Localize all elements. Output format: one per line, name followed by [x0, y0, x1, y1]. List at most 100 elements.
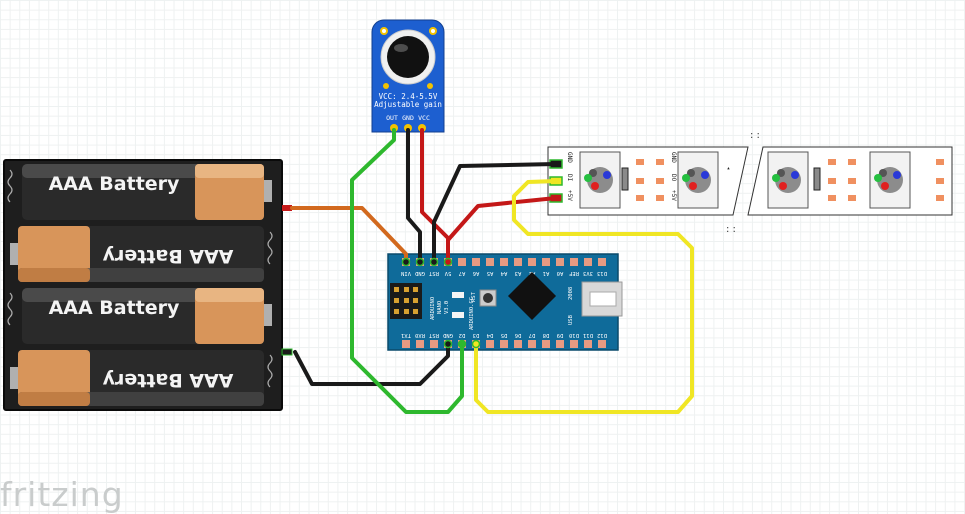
arduino-bottom-pin-label-tx1: TX1: [401, 332, 411, 338]
nano-site-label: ARDUINO.CC: [469, 297, 475, 330]
arduino-bottom-pin-d8[interactable]: [542, 340, 550, 348]
arduino-bottom-pin-label-rst: RST: [428, 332, 439, 338]
arduino-top-pin-label-a1: A1: [543, 270, 550, 276]
led-pixel-3: [767, 151, 809, 209]
arduino-bottom-pin-label-d6: D6: [515, 332, 522, 338]
battery-negative-terminal[interactable]: [281, 348, 293, 356]
arduino-top-pin-label-gnd: GND: [415, 270, 425, 276]
arduino-top-pin-label-5v: 5V: [444, 270, 451, 276]
arduino-bottom-pin-label-d11: D11: [583, 332, 593, 338]
battery-cell-4: AAA Battery: [10, 350, 264, 406]
wire-strip-5v[interactable]: [446, 196, 558, 264]
led-pixel-2: [677, 151, 719, 209]
arduino-top-pin-a0[interactable]: [556, 258, 564, 266]
arduino-top-pin-d13[interactable]: [598, 258, 606, 266]
strip-label-5v-out: +5V: [670, 190, 677, 201]
arduino-bottom-pin-label-d5: D5: [501, 332, 508, 338]
arduino-top-pin-ref[interactable]: [570, 258, 578, 266]
arduino-top-pin-label-d13: D13: [597, 270, 607, 276]
arduino-top-pin-label-rst: RST: [428, 270, 439, 276]
arduino-top-pin-3v3[interactable]: [584, 258, 592, 266]
reset-label: RST: [471, 291, 477, 302]
arduino-top-pin-a1[interactable]: [542, 258, 550, 266]
arduino-bottom-pin-d11[interactable]: [584, 340, 592, 348]
mic-pin-label-out: OUT: [386, 114, 398, 122]
strip-label-gnd-out: GND: [670, 152, 677, 163]
arduino-bottom-pin-label-d7: D7: [529, 332, 536, 338]
mic-pin-label-gnd: GND: [402, 114, 414, 122]
arduino-top-pin-a3[interactable]: [514, 258, 522, 266]
arduino-top-pin-label-ref: REF: [569, 270, 579, 276]
arduino-bottom-pin-tx1[interactable]: [402, 340, 410, 348]
arduino-top-pin-a2[interactable]: [528, 258, 536, 266]
arduino-top-pin-label-a4: A4: [500, 270, 507, 276]
fritzing-watermark: fritzing: [0, 475, 124, 514]
battery-cell-1: AAA Battery: [22, 164, 272, 220]
arduino-top-pin-a7[interactable]: [458, 258, 466, 266]
svg-text:: :: : :: [750, 130, 760, 141]
arduino-bottom-pin-d5[interactable]: [500, 340, 508, 348]
arduino-top-pin-label-a7: A7: [459, 270, 466, 276]
arduino-bottom-pin-d10[interactable]: [570, 340, 578, 348]
arduino-top-pin-a4[interactable]: [500, 258, 508, 266]
battery-cell-2: AAA Battery: [10, 226, 264, 282]
arduino-bottom-pin-label-d10: D10: [569, 332, 579, 338]
arduino-bottom-pin-label-d9: D9: [557, 332, 564, 338]
nano-led-2: [452, 312, 464, 318]
wire-battery-to-gnd[interactable]: [293, 342, 450, 386]
mic-voltage-label: VCC: 2.4-5.5V: [379, 92, 438, 101]
microphone-capsule-icon: [387, 36, 429, 78]
wire-strip-gnd[interactable]: [432, 162, 558, 264]
arduino-bottom-pin-label-d4: D4: [486, 332, 493, 338]
arduino-top-pin-label-a0: A0: [557, 270, 564, 276]
arduino-top-pin-label-3v3: 3V3: [583, 270, 593, 276]
arduino-bottom-pin-rst[interactable]: [430, 340, 438, 348]
arduino-bottom-pin-d4[interactable]: [486, 340, 494, 348]
battery-label-3: AAA Battery: [49, 297, 180, 319]
battery-label-1: AAA Battery: [49, 173, 180, 195]
arduino-top-pin-label-a6: A6: [473, 270, 480, 276]
arduino-bottom-pin-d6[interactable]: [514, 340, 522, 348]
wire-mic-gnd[interactable]: [406, 128, 422, 264]
icsp-label: ICSP: [382, 318, 388, 332]
microcontroller-chip: [507, 271, 557, 321]
arduino-nano: VINGNDRST5VA7A6A5A4A3A2A1A0REF3V3D13 TX1…: [382, 253, 623, 351]
svg-text:: :: : :: [726, 224, 736, 235]
arduino-bottom-pin-d7[interactable]: [528, 340, 536, 348]
led-pixel-4: [869, 151, 911, 209]
strip-label-do: DO: [670, 174, 677, 182]
arduino-top-pin-a6[interactable]: [472, 258, 480, 266]
nano-year-label: 2008: [568, 287, 574, 300]
strip-label-gnd-in: GND: [566, 152, 573, 163]
arduino-top-pin-a5[interactable]: [486, 258, 494, 266]
arduino-bottom-pin-label-d2: D2: [459, 332, 466, 338]
led-pixel-1: [579, 151, 621, 209]
battery-cell-3: AAA Battery: [22, 288, 272, 344]
wire-mic-out[interactable]: [350, 128, 464, 414]
arduino-top-pin-label-a5: A5: [487, 270, 494, 276]
arduino-bottom-pin-d9[interactable]: [556, 340, 564, 348]
arduino-bottom-pin-rx0[interactable]: [416, 340, 424, 348]
arduino-bottom-pin-label-rx0: RX0: [415, 332, 425, 338]
arduino-bottom-pin-label-d12: D12: [597, 332, 607, 338]
usb-label: USB: [568, 314, 574, 325]
led-strip: : : : :: [547, 130, 953, 235]
arduino-top-pin-label-a3: A3: [515, 270, 522, 276]
wire-strip-data[interactable]: [474, 179, 694, 414]
microphone-module: VCC: 2.4-5.5V Adjustable gain OUT GND VC…: [371, 19, 445, 133]
battery-positive-terminal[interactable]: [282, 205, 292, 211]
strip-label-di: DI: [566, 174, 573, 182]
mic-pin-label-vcc: VCC: [418, 114, 430, 122]
arduino-bottom-pin-label-gnd: GND: [443, 332, 453, 338]
mic-gain-label: Adjustable gain: [374, 100, 442, 109]
nano-name-line-2: NANO: [437, 301, 443, 314]
battery-label-4: AAA Battery: [102, 369, 233, 391]
arduino-bottom-pin-d12[interactable]: [598, 340, 606, 348]
strip-arrow-label: ▸: [725, 166, 732, 170]
arduino-top-pin-label-vin: VIN: [401, 270, 411, 276]
battery-label-2: AAA Battery: [102, 245, 233, 267]
strip-label-5v-in: +5V: [566, 190, 573, 201]
nano-name-line-1: ARDUINO: [430, 297, 436, 320]
